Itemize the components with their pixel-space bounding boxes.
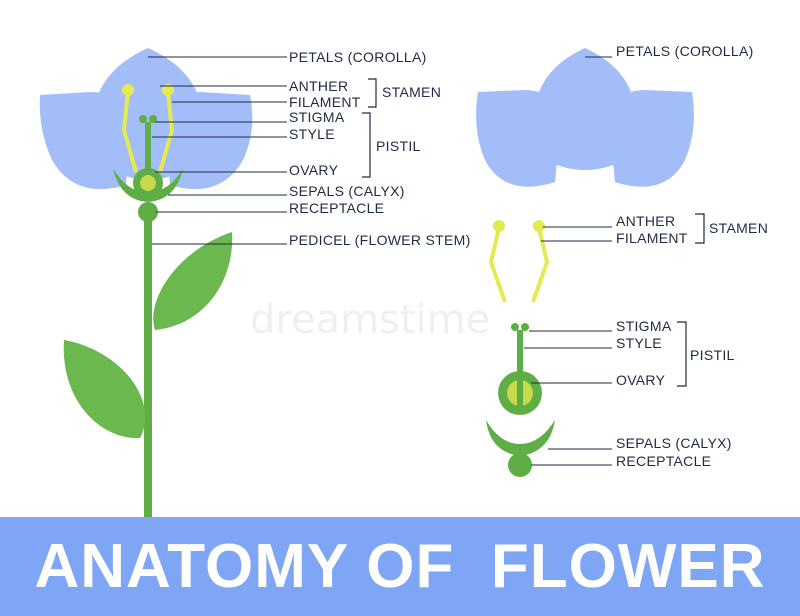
left-filament xyxy=(121,91,138,173)
right-leader-lines xyxy=(524,56,705,466)
right-label-style: STYLE xyxy=(616,335,662,351)
left-labels: PETALS (COROLLA) ANTHER FILAMENT STAMEN … xyxy=(289,49,471,248)
pedicel-stem xyxy=(144,205,152,517)
left-leaf xyxy=(63,340,146,439)
right-filament xyxy=(158,91,175,173)
style xyxy=(145,122,151,170)
exploded-right-anther xyxy=(533,220,545,232)
label-receptacle: RECEPTACLE xyxy=(289,200,384,216)
right-labels: PETALS (COROLLA) ANTHER FILAMENT STAMEN … xyxy=(616,43,768,469)
right-leaf xyxy=(153,232,233,330)
right-label-filament: FILAMENT xyxy=(616,230,688,246)
label-pedicel: PEDICEL (FLOWER STEM) xyxy=(289,232,471,248)
label-filament: FILAMENT xyxy=(289,94,361,110)
stigma-lobe xyxy=(149,115,157,123)
diagram-title: ANATOMY OF FLOWER xyxy=(34,532,766,601)
exploded-left-filament xyxy=(488,227,507,303)
left-anther xyxy=(122,84,134,96)
exploded-petals xyxy=(476,48,694,187)
label-ovary: OVARY xyxy=(289,162,339,178)
right-label-ovary: OVARY xyxy=(616,372,666,388)
watermark: dreamstime xyxy=(250,297,490,343)
right-label-stigma: STIGMA xyxy=(616,318,672,334)
label-anther: ANTHER xyxy=(289,78,348,94)
exploded-receptacle xyxy=(508,453,532,477)
right-label-receptacle: RECEPTACLE xyxy=(616,453,711,469)
receptacle xyxy=(138,202,158,222)
label-style: STYLE xyxy=(289,126,335,142)
exploded-right-filament xyxy=(531,227,550,303)
label-stigma: STIGMA xyxy=(289,109,345,125)
label-stamen: STAMEN xyxy=(382,84,441,100)
label-petals: PETALS (COROLLA) xyxy=(289,49,427,65)
right-label-petals: PETALS (COROLLA) xyxy=(616,43,754,59)
title-banner xyxy=(0,517,800,616)
right-label-sepals: SEPALS (CALYX) xyxy=(616,435,732,451)
exploded-stigma-lobe xyxy=(521,323,529,331)
label-pistil: PISTIL xyxy=(376,138,421,154)
right-label-stamen: STAMEN xyxy=(709,220,768,236)
exploded-stigma xyxy=(511,323,519,331)
exploded-left-anther xyxy=(493,220,505,232)
right-anther xyxy=(162,84,174,96)
sepals-calyx xyxy=(113,168,183,202)
exploded-parts-illustration xyxy=(476,48,694,477)
exploded-style xyxy=(517,330,523,376)
label-sepals: SEPALS (CALYX) xyxy=(289,183,405,199)
stigma xyxy=(139,115,147,123)
exploded-sepals xyxy=(486,420,555,456)
petals-corolla xyxy=(39,48,253,190)
ovary-inner xyxy=(140,175,156,191)
right-label-pistil: PISTIL xyxy=(690,347,735,363)
whole-flower-illustration xyxy=(39,48,253,517)
right-label-anther: ANTHER xyxy=(616,213,675,229)
left-leader-lines xyxy=(148,56,377,245)
